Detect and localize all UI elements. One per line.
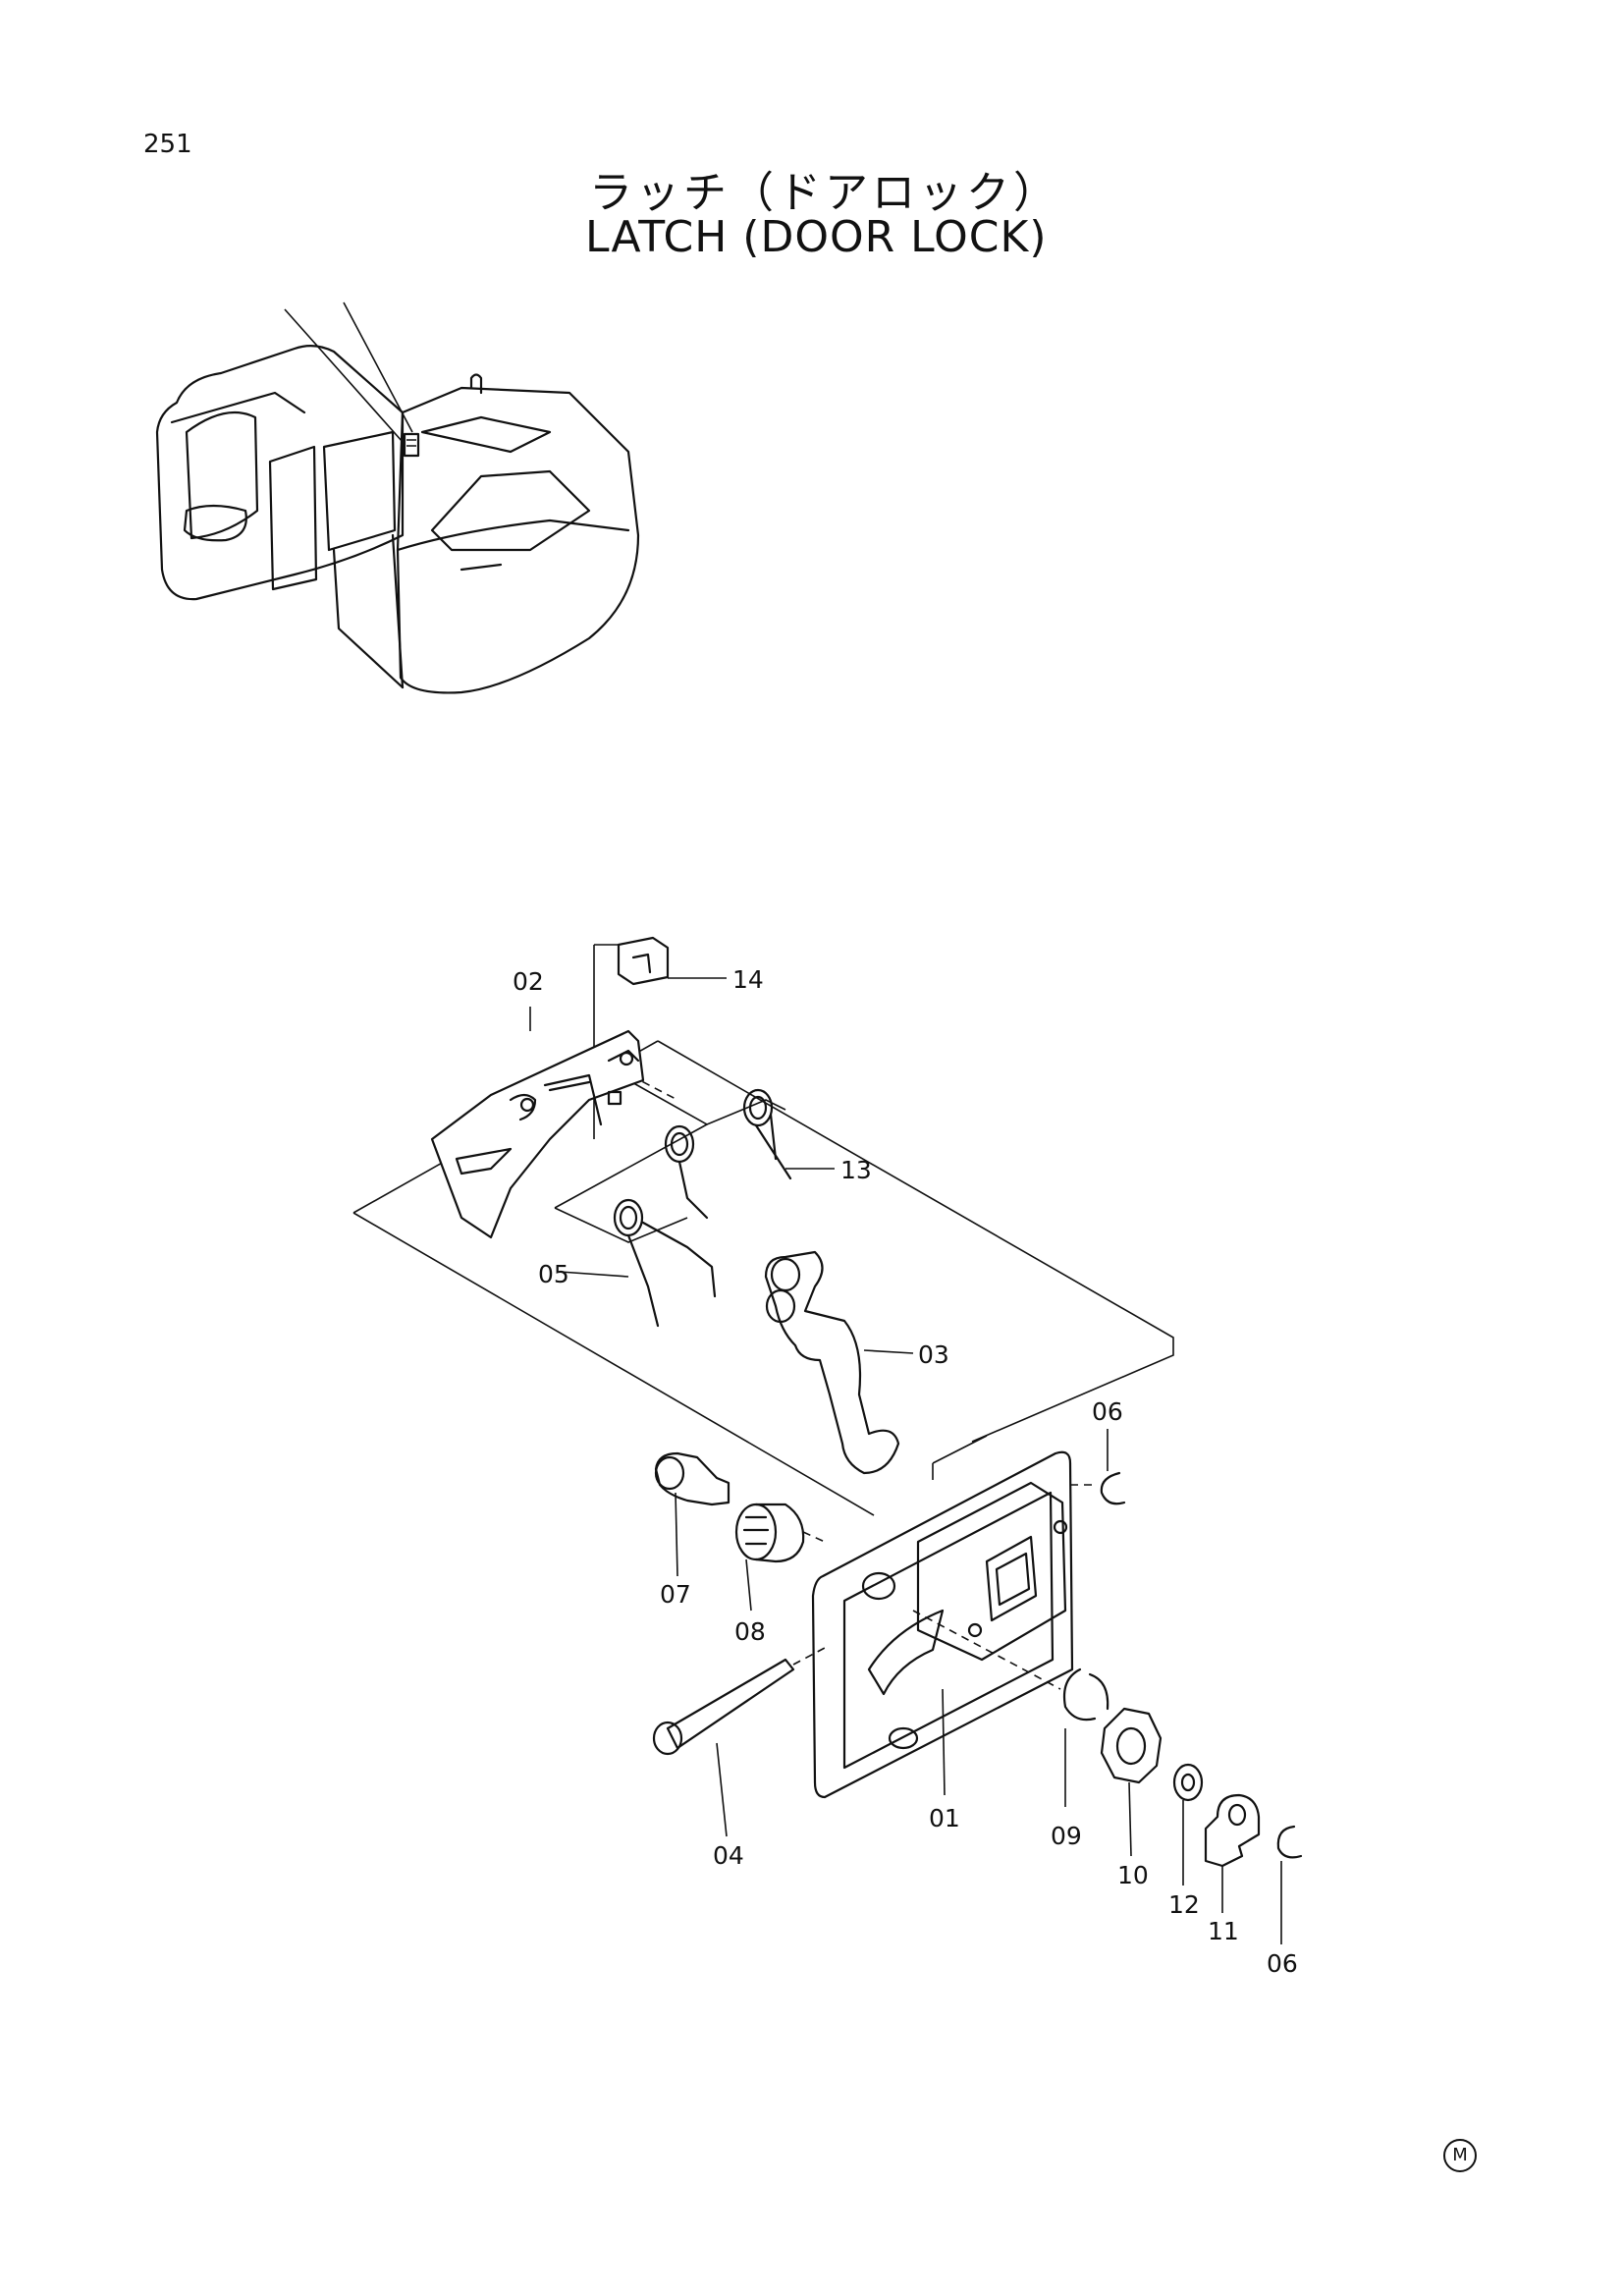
part-07-plug xyxy=(654,1451,730,1577)
m-mark-icon: M xyxy=(1443,2139,1477,2172)
label-05: 05 xyxy=(538,1260,569,1288)
title-japanese: ラッチ（ドアロック） xyxy=(589,168,1060,218)
part-01-latch-plate xyxy=(811,1450,1074,1799)
part-13-spring-lower xyxy=(664,1124,709,1220)
label-01: 01 xyxy=(929,1804,960,1832)
label-09: 09 xyxy=(1051,1822,1082,1850)
assembly-reference-planes xyxy=(352,944,1174,1516)
label-12: 12 xyxy=(1168,1890,1200,1919)
label-04: 04 xyxy=(713,1841,744,1870)
title-english: LATCH (DOOR LOCK) xyxy=(585,212,1048,262)
part-09-snap-ring xyxy=(912,1610,1109,1807)
part-14-clip xyxy=(617,936,670,986)
label-08: 08 xyxy=(734,1617,766,1646)
part-03-hook xyxy=(764,1250,900,1475)
label-07: 07 xyxy=(660,1580,691,1609)
part-12-washer xyxy=(1172,1763,1204,1886)
part-06-eclip-top xyxy=(1070,1429,1126,1505)
label-10: 10 xyxy=(1117,1861,1149,1889)
part-13-spring-upper xyxy=(742,1088,792,1180)
label-11: 11 xyxy=(1208,1917,1239,1945)
part-02-latch-base xyxy=(430,1029,645,1239)
label-06-bottom: 06 xyxy=(1267,1949,1298,1978)
label-06-top: 06 xyxy=(1092,1397,1123,1426)
label-03: 03 xyxy=(918,1340,949,1369)
excavator-location-view xyxy=(155,301,640,694)
part-04-pin xyxy=(652,1647,826,1837)
part-11-lock-tab xyxy=(1204,1793,1261,1913)
label-13: 13 xyxy=(840,1156,872,1184)
label-02: 02 xyxy=(513,967,544,996)
part-08-bush xyxy=(734,1503,826,1612)
label-14: 14 xyxy=(732,965,764,994)
part-06-eclip-bottom xyxy=(1276,1825,1303,1944)
page-number: 251 xyxy=(143,130,192,159)
callout-leaders xyxy=(529,977,946,1796)
part-05-spring xyxy=(613,1198,717,1328)
part-10-nut xyxy=(1100,1707,1163,1857)
